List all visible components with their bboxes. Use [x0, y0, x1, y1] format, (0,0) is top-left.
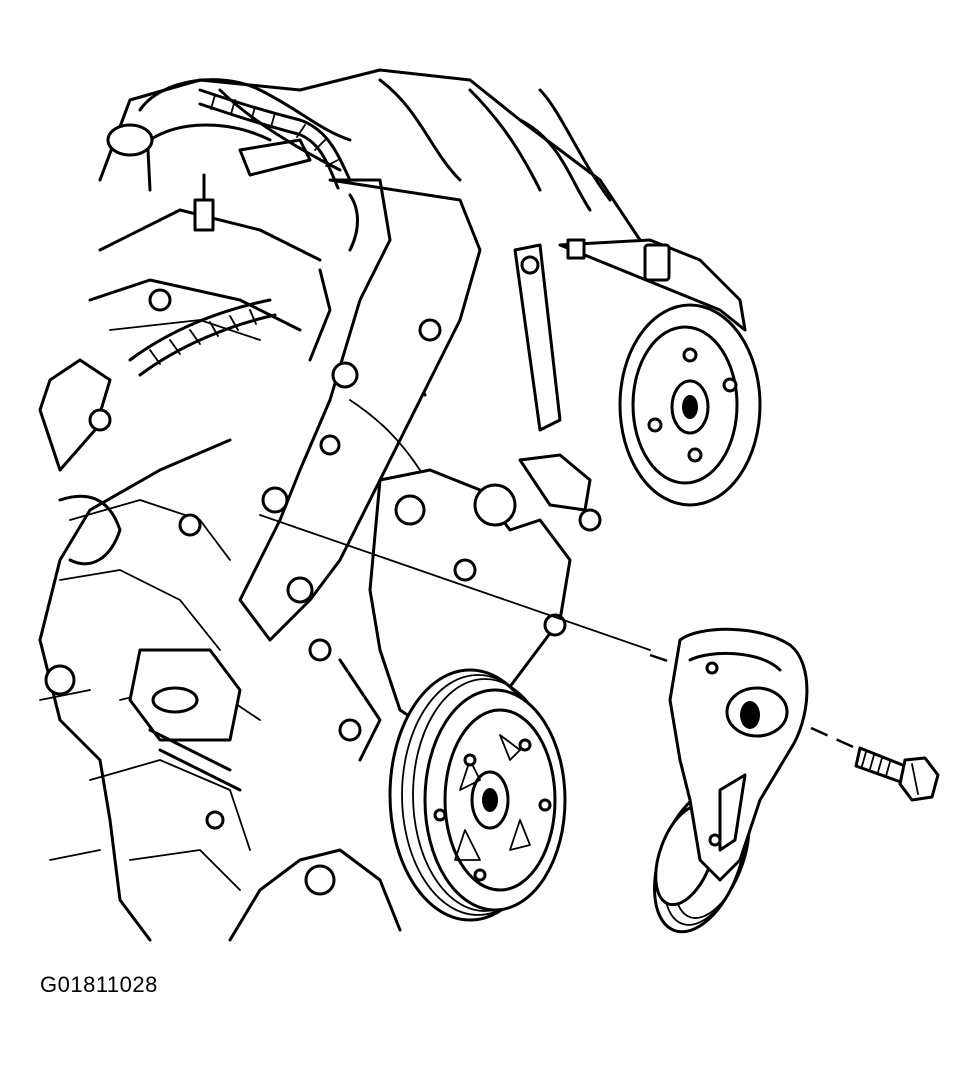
crankshaft-balancer	[388, 668, 567, 922]
idler-bracket	[368, 468, 572, 732]
tensioner-bolt	[854, 746, 940, 802]
ac-compressor-pulley	[558, 238, 762, 507]
accessory-bracket	[238, 178, 482, 642]
figure-id-label: G01811028	[40, 972, 158, 997]
intake-manifold	[106, 78, 612, 232]
engine-belt-tensioner-diagram	[38, 68, 940, 942]
belt-tensioner	[652, 627, 809, 934]
belt-arm	[513, 243, 602, 532]
lower-components	[44, 288, 442, 896]
